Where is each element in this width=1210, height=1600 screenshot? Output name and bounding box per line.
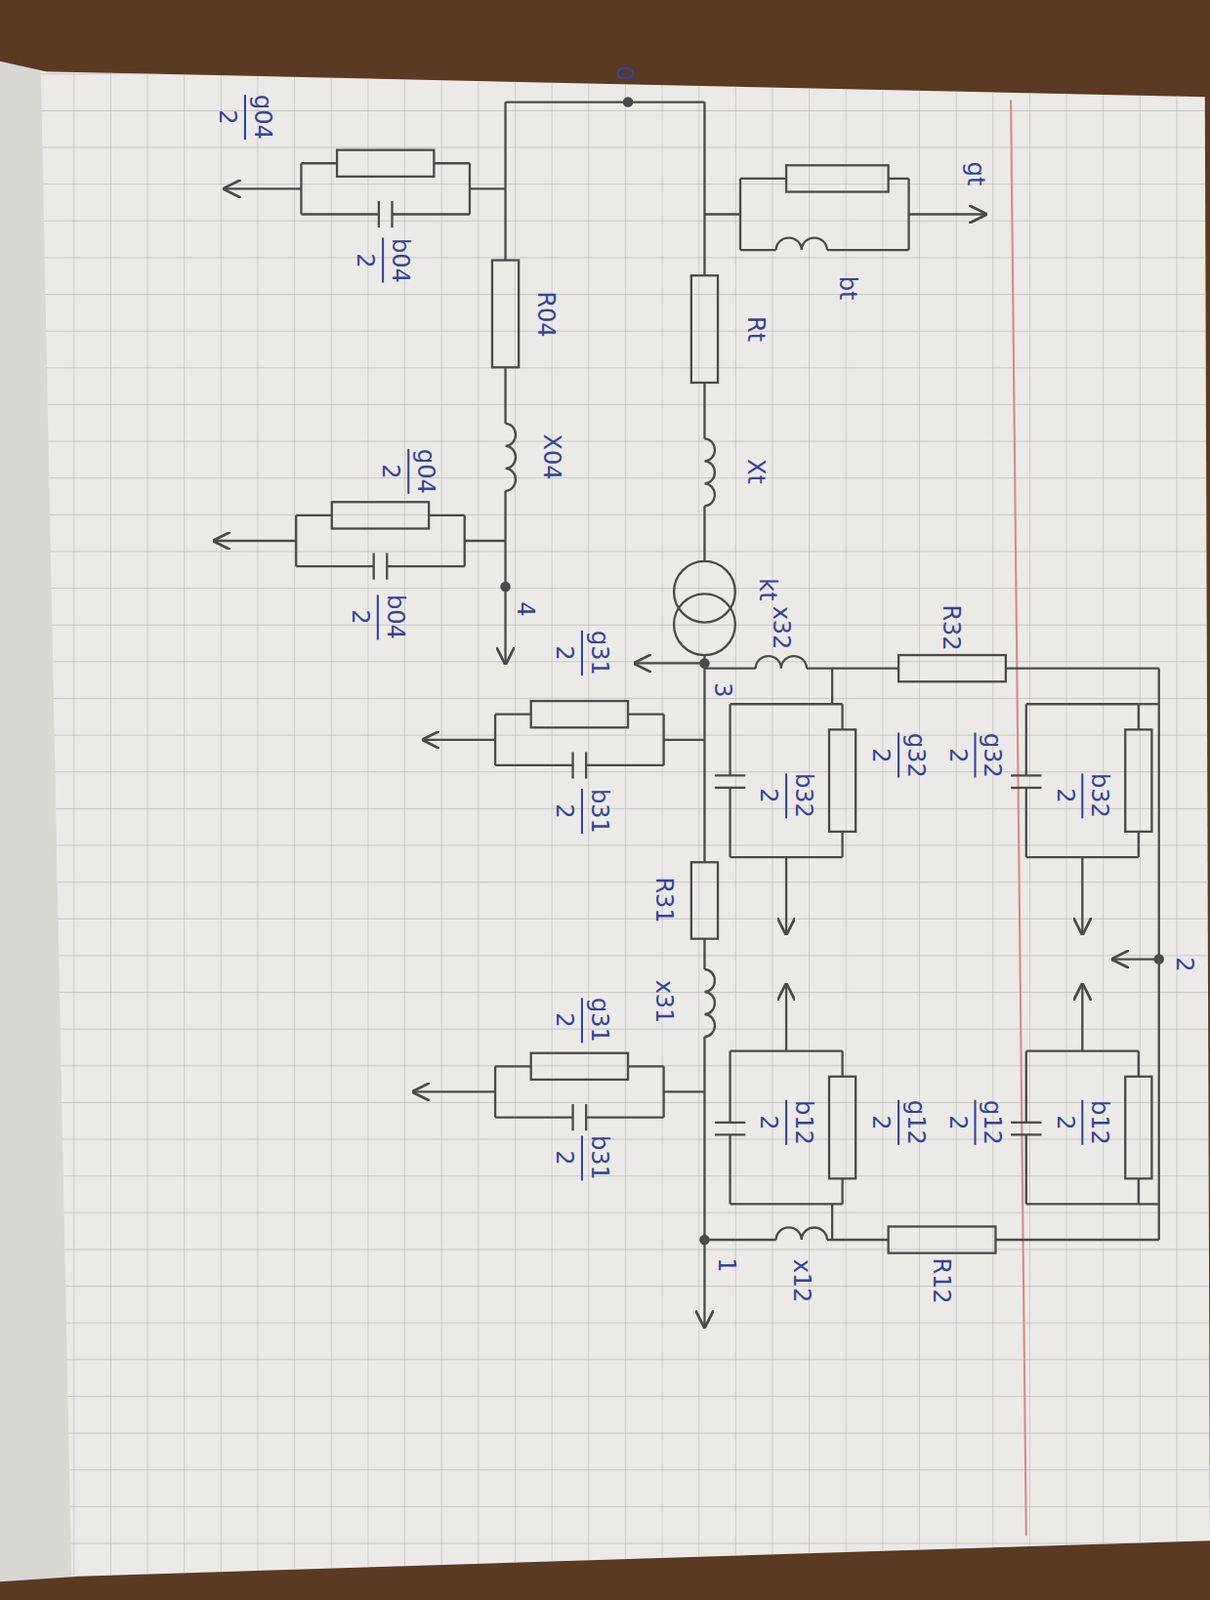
component-label: b31 — [587, 789, 612, 835]
component-label: 2 — [552, 803, 577, 819]
component-label: g31 — [587, 998, 612, 1044]
component-label: 2 — [869, 748, 893, 763]
grid — [41, 71, 1210, 1578]
component-label: gt — [963, 161, 988, 186]
resistor-symbol — [492, 260, 519, 369]
fraction-bars — [245, 94, 1083, 1181]
margin-line — [1010, 99, 1027, 1537]
component-label: b12 — [792, 1100, 816, 1146]
component-label: b04 — [388, 238, 413, 284]
component-label: 2 — [215, 110, 240, 126]
component-label: 1 — [714, 1258, 739, 1274]
inductor-symbol — [505, 423, 516, 492]
component-label: 2 — [756, 1115, 781, 1130]
component-label: g12 — [904, 1100, 928, 1146]
component-label: R32 — [939, 604, 963, 651]
inductor-symbol — [755, 656, 807, 669]
component-label: 2 — [1172, 957, 1197, 972]
resistor-symbol — [888, 1226, 997, 1253]
component-label: 2 — [946, 748, 970, 763]
component-label: 2 — [552, 1013, 577, 1029]
component-label: X04 — [540, 434, 564, 481]
component-label: 2 — [1053, 789, 1078, 804]
component-label: R04 — [534, 291, 558, 337]
wires — [214, 102, 1160, 1328]
component-label: Rt — [744, 316, 768, 342]
component-label: g04 — [250, 94, 275, 140]
component-label: g32 — [980, 733, 1004, 779]
inductor-symbol — [704, 438, 714, 506]
component-label: g32 — [904, 733, 928, 779]
component-label: 2 — [552, 1151, 577, 1167]
component-label: kt — [755, 579, 780, 602]
load-arrow — [634, 662, 705, 665]
component-label: 4 — [513, 601, 538, 617]
component-label: 2 — [946, 1115, 970, 1130]
component-label: 2 — [552, 645, 577, 661]
component-label: 2 — [348, 610, 373, 626]
component-label: g31 — [587, 630, 612, 676]
component-label: g12 — [980, 1100, 1004, 1146]
component-label: b32 — [1087, 773, 1112, 819]
resistor-symbol — [691, 275, 718, 383]
component-label: g04 — [414, 449, 438, 495]
component-label: 2 — [378, 463, 403, 479]
component-label: b04 — [383, 595, 408, 641]
resistor-symbol — [691, 862, 718, 939]
inductor-symbol — [704, 969, 714, 1038]
component-label: b12 — [1087, 1100, 1112, 1146]
component-label: 2 — [756, 789, 781, 804]
component-label: 2 — [353, 252, 377, 268]
component-label: bt — [835, 275, 860, 300]
component-label: Xt — [744, 458, 768, 485]
load-arrow — [703, 1240, 706, 1328]
transformer-symbol — [673, 593, 736, 656]
transformer-symbol — [673, 561, 736, 624]
component-label: x12 — [790, 1258, 814, 1303]
component-label: 2 — [1053, 1115, 1078, 1130]
component-label: R12 — [929, 1257, 954, 1304]
paper — [41, 71, 1210, 1578]
inductor-symbol — [776, 1227, 828, 1241]
component-label: 0 — [613, 66, 637, 82]
node-dots — [500, 96, 1165, 1246]
component-label: b31 — [587, 1136, 612, 1182]
resistor-symbol — [898, 655, 1006, 682]
component-label: 2 — [869, 1115, 893, 1130]
component-label: x32 — [769, 605, 793, 650]
inductor-symbol — [776, 238, 828, 251]
component-label: b32 — [792, 773, 816, 819]
resistor-symbol — [786, 165, 889, 192]
component-label: 3 — [710, 682, 735, 698]
component-label: R31 — [652, 876, 676, 923]
component-label: x31 — [652, 980, 676, 1025]
